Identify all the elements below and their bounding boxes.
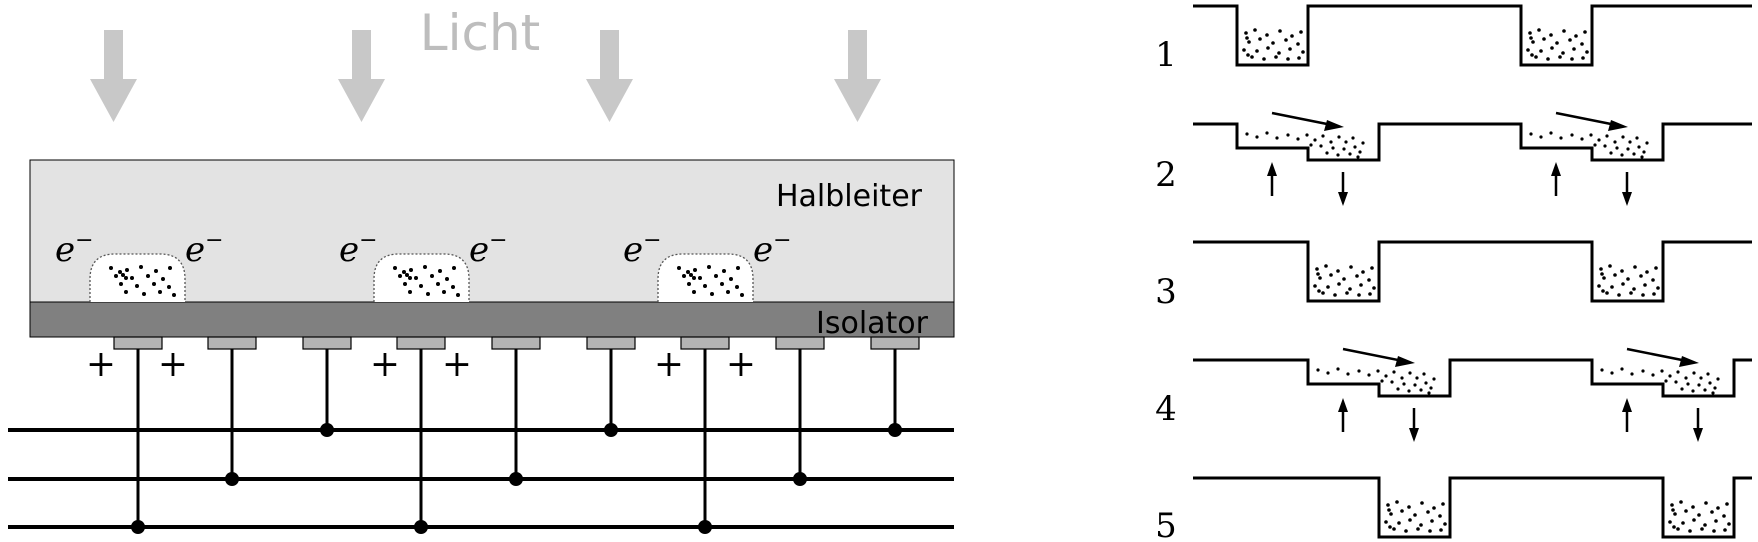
charge-dots — [1384, 500, 1447, 533]
electrode — [586, 336, 636, 437]
potential-change-arrows — [1267, 162, 1703, 442]
charge-dots — [1597, 264, 1660, 297]
step-labels: 1 2 3 4 5 — [1155, 35, 1177, 542]
electron-label: e− — [185, 228, 224, 270]
transfer-arrow — [1555, 111, 1628, 131]
electrode — [870, 336, 920, 437]
potential-profile-1 — [1193, 4, 1752, 67]
electrode — [775, 336, 825, 486]
transfer-arrow — [1626, 347, 1699, 367]
electron-label: e− — [753, 228, 792, 270]
transfer-arrows — [1271, 111, 1699, 367]
plus-sign: + — [86, 344, 116, 385]
step-label: 5 — [1155, 506, 1177, 542]
electron-label: e− — [469, 228, 508, 270]
plus-sign: + — [370, 344, 400, 385]
charge-dots — [1313, 264, 1376, 297]
electron-labels: e− e− e− e− e− e− — [55, 228, 792, 270]
charge-dots — [1600, 367, 1720, 395]
light-arrows — [90, 30, 881, 122]
potential-profile-5 — [1193, 476, 1752, 539]
charge-packet — [373, 253, 470, 302]
insulator-label: Isolator — [816, 306, 929, 341]
charge-packets-left — [89, 253, 754, 302]
charge-dots — [1668, 500, 1731, 533]
electrode — [396, 336, 446, 534]
step-label: 2 — [1155, 155, 1177, 195]
potential-profile-3 — [1193, 240, 1752, 303]
arrow-down — [1622, 172, 1632, 206]
plus-sign: + — [654, 344, 684, 385]
electron-label: e− — [339, 228, 378, 270]
plus-sign: + — [726, 344, 756, 385]
plus-signs: + + + + + + — [86, 344, 756, 385]
electron-label: e− — [623, 228, 662, 270]
potential-profile-4 — [1193, 358, 1752, 398]
arrow-up — [1622, 398, 1632, 432]
light-arrow-3 — [586, 30, 633, 122]
step-label: 4 — [1155, 389, 1177, 429]
electrode — [207, 336, 257, 486]
charge-dots — [1526, 28, 1589, 61]
electron-label: e− — [55, 228, 94, 270]
light-arrow-1 — [90, 30, 137, 122]
arrow-down — [1409, 408, 1419, 442]
charge-dots — [1316, 367, 1436, 395]
arrow-up — [1267, 162, 1277, 196]
electrode — [113, 336, 163, 534]
step-label: 1 — [1155, 35, 1177, 75]
charge-dots — [1242, 28, 1305, 61]
plus-sign: + — [158, 344, 188, 385]
plus-sign: + — [442, 344, 472, 385]
bus-lines — [8, 428, 954, 529]
semiconductor-label: Halbleiter — [776, 179, 923, 214]
light-arrow-2 — [338, 30, 385, 122]
light-arrow-4 — [834, 30, 881, 122]
charge-dots — [1245, 131, 1365, 159]
arrow-up — [1338, 398, 1348, 432]
electrode — [302, 336, 352, 437]
transfer-arrow — [1271, 111, 1344, 131]
charge-packet — [89, 253, 186, 302]
arrow-down — [1693, 408, 1703, 442]
electrode — [680, 336, 730, 534]
transfer-arrow — [1342, 347, 1415, 367]
electrodes — [113, 336, 920, 534]
charge-packet — [657, 253, 754, 302]
light-label: Licht — [420, 4, 541, 62]
potential-profile-2 — [1193, 122, 1752, 162]
arrow-down — [1338, 172, 1348, 206]
step-label: 3 — [1155, 272, 1177, 312]
electrode — [491, 336, 541, 486]
charge-dots — [1529, 131, 1649, 159]
charges-right — [1242, 28, 1731, 533]
arrow-up — [1551, 162, 1561, 196]
